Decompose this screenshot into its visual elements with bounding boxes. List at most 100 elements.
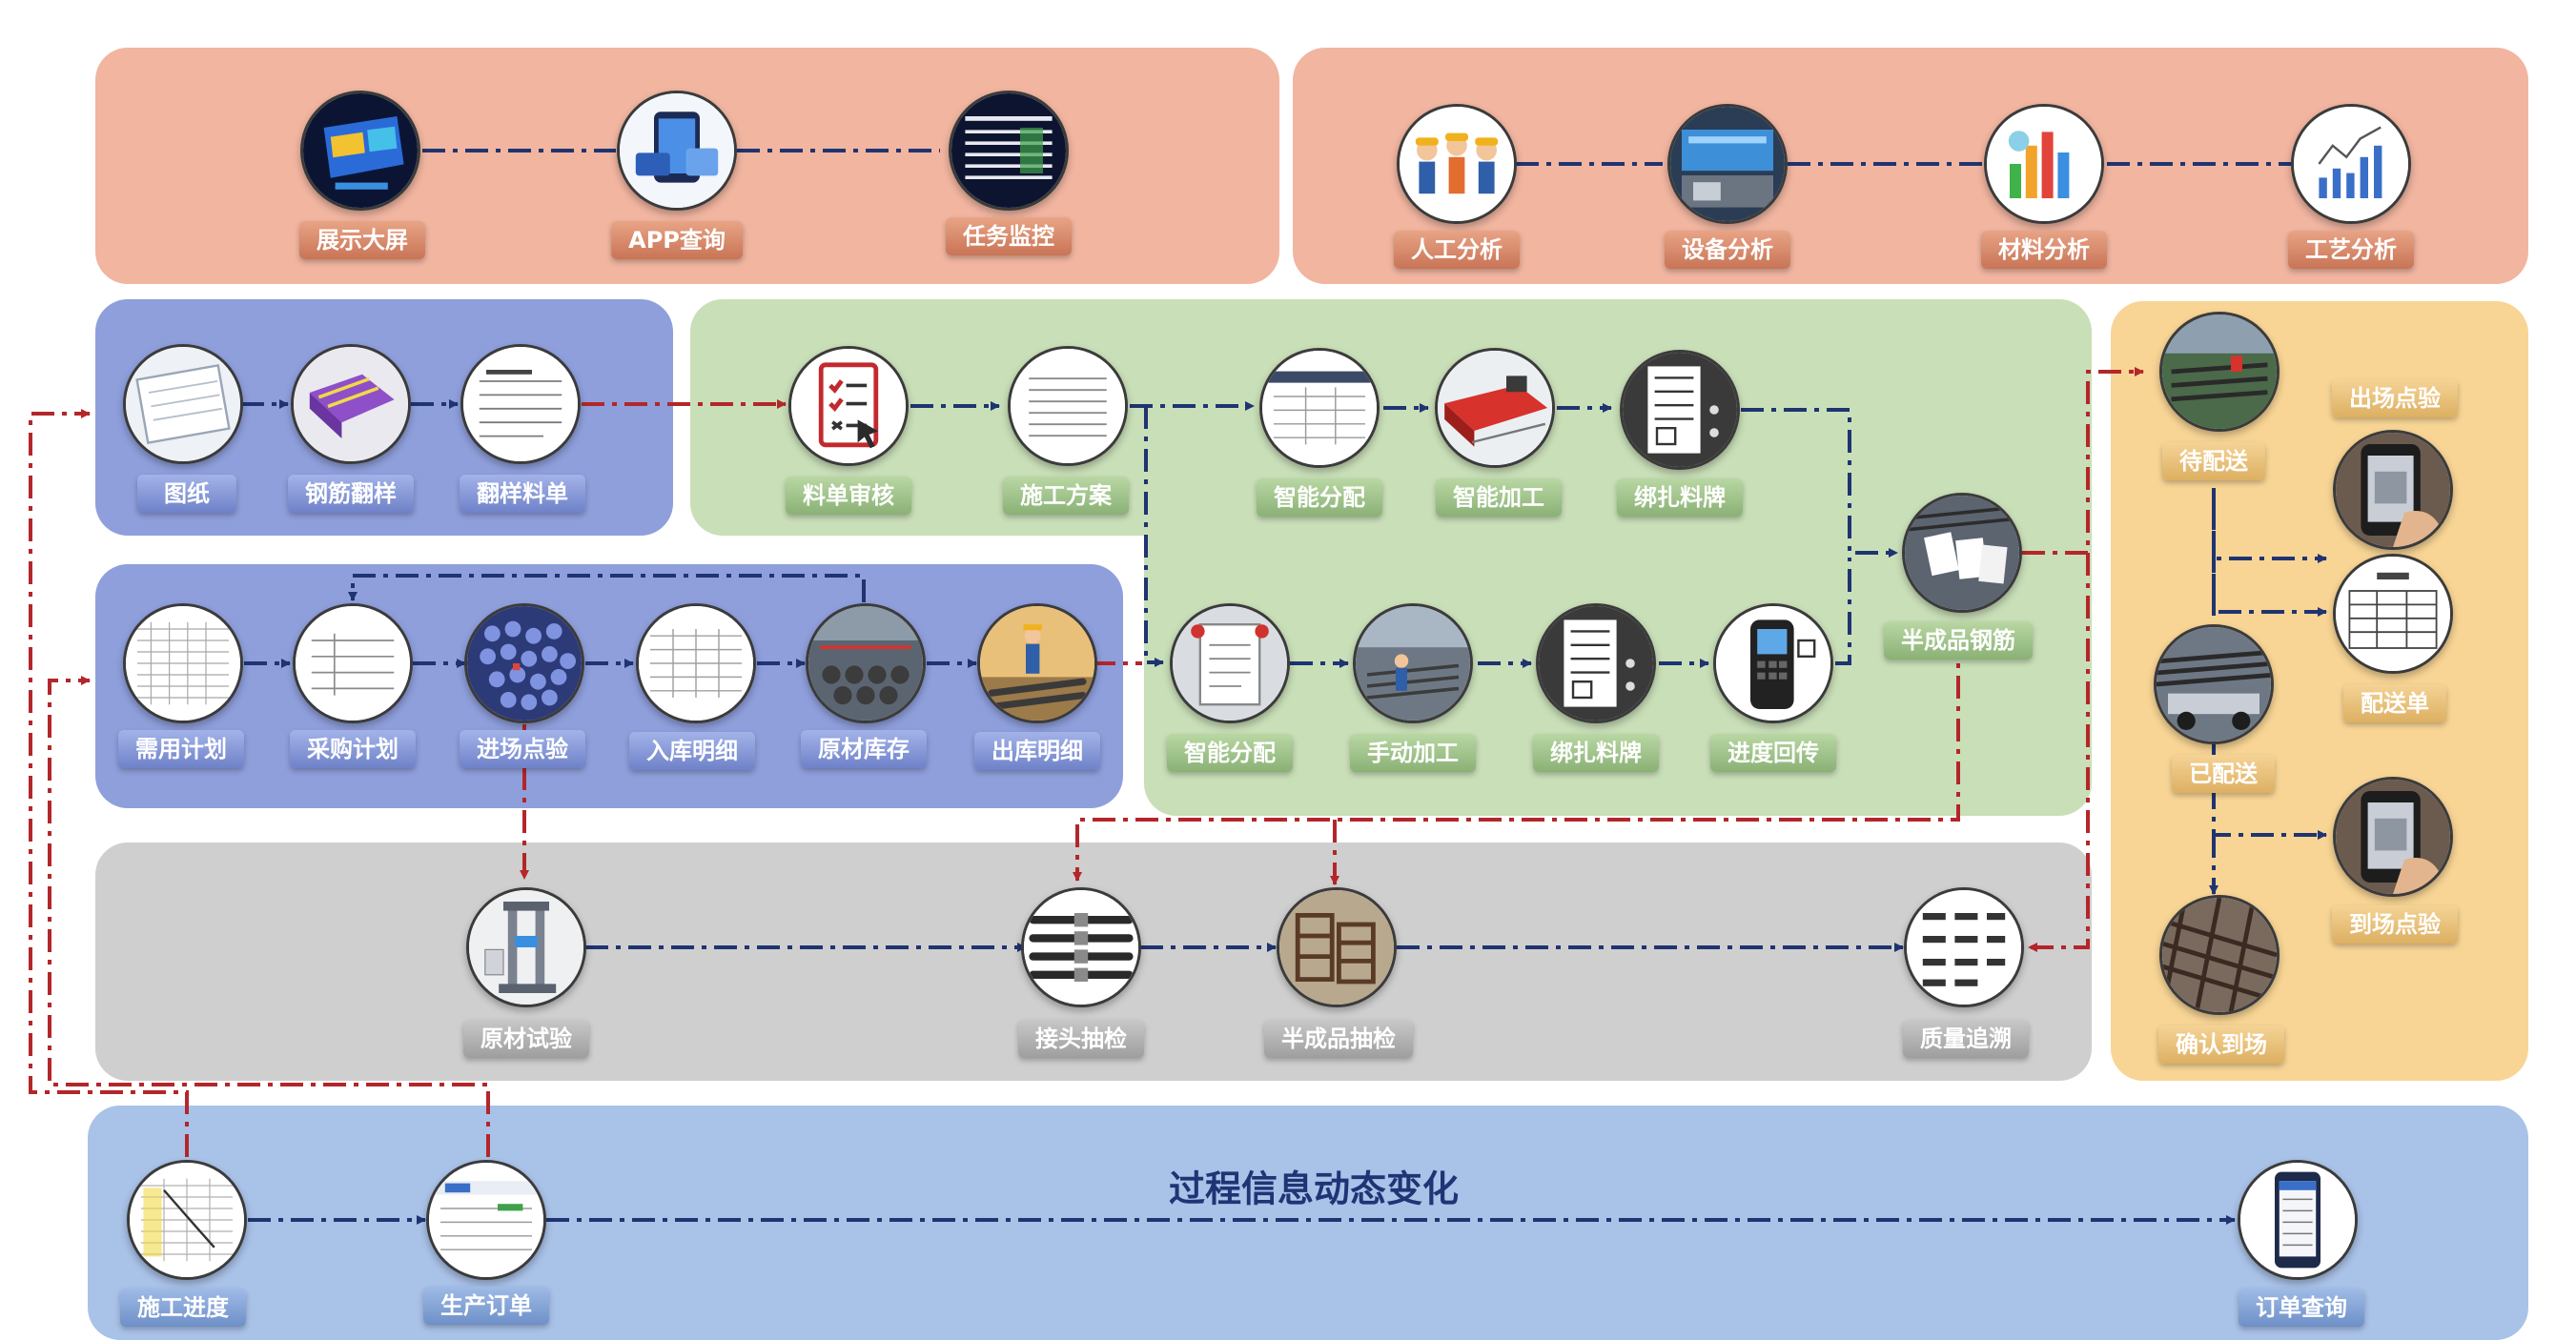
smart-processing-node[interactable] [1435, 348, 1555, 468]
app-query-label: APP查询 [611, 221, 743, 259]
delivery-note-label: 配送单 [2343, 684, 2446, 722]
binding-tag-1-node[interactable] [1620, 350, 1740, 470]
construction-plan-node[interactable] [1008, 346, 1128, 466]
construction-plan-label: 施工方案 [1003, 477, 1129, 515]
material-analysis-node[interactable] [1984, 104, 2104, 224]
raw-stock-label: 原材库存 [801, 730, 927, 768]
rebar-mesh-icon [2162, 898, 2277, 1012]
semi-rebar-node[interactable] [1902, 493, 2022, 613]
production-order-node[interactable] [426, 1160, 546, 1280]
smart-dispatch-2-node[interactable] [1170, 603, 1290, 723]
order-query-node[interactable] [2238, 1160, 2358, 1280]
labor-analysis-node[interactable] [1397, 104, 1517, 224]
order-query-label: 订单查询 [2239, 1289, 2364, 1327]
document-icon [1011, 349, 1125, 463]
drawing-node[interactable] [123, 344, 243, 464]
labor-analysis-label: 人工分析 [1394, 231, 1520, 269]
exit-inspection-node[interactable] [2333, 430, 2453, 550]
confirm-arrival-node[interactable] [2159, 895, 2280, 1015]
equipment-analysis-label: 设备分析 [1665, 231, 1790, 269]
confirm-arrival-label: 确认到场 [2158, 1025, 2284, 1064]
process-analysis-node[interactable] [2291, 104, 2411, 224]
tag-sheet-icon [1907, 890, 2021, 1005]
scanner-icon [1716, 606, 1830, 721]
to-deliver-node[interactable] [2159, 312, 2280, 432]
document-icon [463, 347, 578, 461]
grid-sheet-icon [126, 606, 240, 721]
purchase-plan-label: 采购计划 [290, 730, 416, 768]
entry-inspection-node[interactable] [464, 603, 584, 723]
layout-list-node[interactable] [460, 344, 581, 464]
purchase-plan-node[interactable] [293, 603, 413, 723]
app-query-node[interactable] [617, 91, 737, 211]
material-analysis-label: 材料分析 [1981, 231, 2107, 269]
manual-processing-label: 手动加工 [1350, 734, 1476, 772]
delivered-node[interactable] [2154, 624, 2274, 744]
demand-plan-node[interactable] [123, 603, 243, 723]
layout-list-label: 翻样料单 [460, 475, 585, 513]
rebar-layout-label: 钢筋翻样 [288, 475, 414, 513]
entry-inspection-label: 进场点验 [460, 730, 585, 768]
rebar-joint-icon [1024, 890, 1138, 1005]
delivery-note-node[interactable] [2333, 554, 2453, 674]
mobile-app-icon [620, 93, 734, 208]
outbound-detail-node[interactable] [977, 603, 1097, 723]
quality-trace-label: 质量追溯 [1903, 1020, 2029, 1058]
gantt-icon [130, 1163, 244, 1277]
process-analysis-label: 工艺分析 [2288, 231, 2414, 269]
arrival-inspection-node[interactable] [2333, 777, 2453, 897]
phone-scan-icon [2336, 780, 2450, 894]
smart-dispatch-1-label: 智能分配 [1257, 478, 1382, 517]
inbound-detail-node[interactable] [636, 603, 756, 723]
phone-list-icon [2240, 1163, 2355, 1277]
arrival-inspection-label: 到场点验 [2332, 905, 2458, 944]
binding-tag-1-label: 绑扎料牌 [1617, 478, 1743, 517]
monitor-table-icon [951, 93, 1066, 208]
progress-upload-node[interactable] [1713, 603, 1833, 723]
line-chart-icon [2294, 107, 2408, 221]
checklist-icon [791, 349, 906, 463]
semi-check-node[interactable] [1277, 887, 1397, 1007]
semi-rebar-label: 半成品钢筋 [1884, 621, 2033, 660]
smart-processing-label: 智能加工 [1436, 478, 1562, 517]
document-icon [296, 606, 410, 721]
list-review-label: 料单审核 [786, 477, 911, 515]
joint-check-node[interactable] [1021, 887, 1141, 1007]
rebar-layout-node[interactable] [291, 344, 411, 464]
machine-icon [1438, 351, 1552, 465]
semi-check-label: 半成品抽检 [1264, 1020, 1413, 1058]
phone-scan-icon [2336, 433, 2450, 547]
rebar-model-icon [294, 347, 408, 461]
rebar-bundle-icon [1905, 496, 2019, 610]
smart-dispatch-1-node[interactable] [1259, 348, 1380, 468]
panel-materials [95, 564, 1123, 808]
list-review-node[interactable] [788, 346, 909, 466]
blueprint-icon [126, 347, 240, 461]
manual-processing-node[interactable] [1353, 603, 1473, 723]
equipment-analysis-node[interactable] [1667, 104, 1788, 224]
tag-icon [1539, 606, 1653, 721]
display-screen-label: 展示大屏 [299, 221, 425, 259]
raw-test-node[interactable] [466, 887, 586, 1007]
smart-dispatch-2-label: 智能分配 [1167, 734, 1293, 772]
drawing-label: 图纸 [137, 475, 236, 513]
delivery-note-icon [2336, 557, 2450, 671]
production-order-label: 生产订单 [423, 1287, 549, 1325]
outbound-detail-label: 出库明细 [974, 732, 1100, 770]
construction-progress-label: 施工进度 [120, 1289, 246, 1327]
progress-upload-label: 进度回传 [1710, 734, 1836, 772]
task-monitor-node[interactable] [949, 91, 1069, 211]
bar-chart-icon [1987, 107, 2101, 221]
order-screen-icon [429, 1163, 543, 1277]
test-machine-icon [469, 890, 583, 1005]
quality-trace-node[interactable] [1904, 887, 2024, 1007]
rebar-cage-icon [1279, 890, 1394, 1005]
joint-check-label: 接头抽检 [1018, 1020, 1144, 1058]
construction-progress-node[interactable] [127, 1160, 247, 1280]
display-screen-node[interactable] [300, 91, 420, 211]
equipment-screen-icon [1670, 107, 1785, 221]
binding-tag-2-node[interactable] [1536, 603, 1656, 723]
raw-test-label: 原材试验 [463, 1020, 589, 1058]
raw-stock-node[interactable] [806, 603, 926, 723]
